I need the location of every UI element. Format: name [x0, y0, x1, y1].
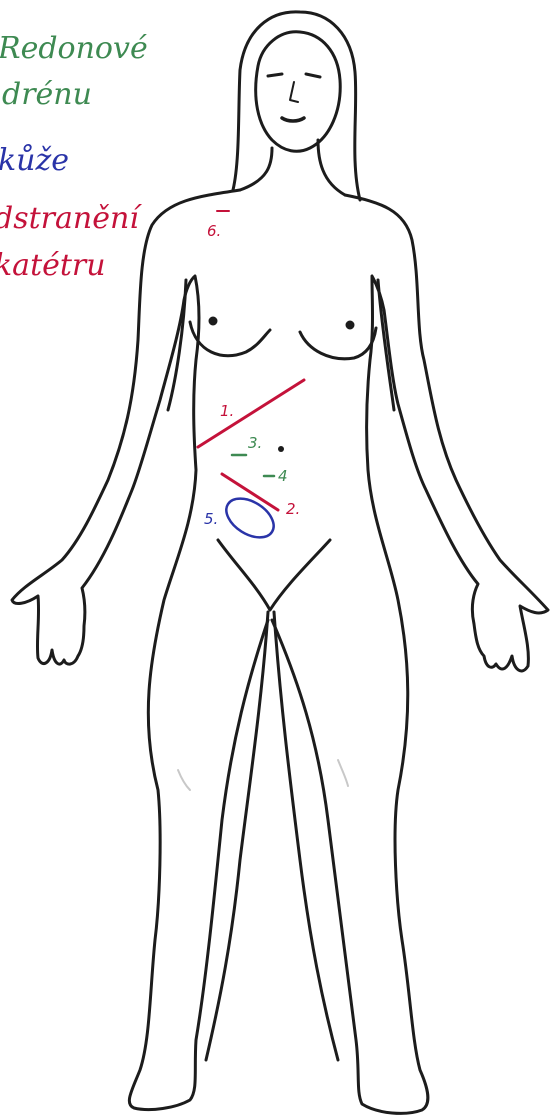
left-breast [190, 322, 270, 356]
mark-4-label: 4 [278, 467, 288, 485]
body-left-side [12, 190, 268, 1110]
mark-5-ellipse [219, 491, 280, 546]
mark-3-label: 3. [248, 434, 262, 452]
inner-leg-left [206, 612, 268, 1060]
annotations: 1. 3. 4 2. 5. 6. [198, 211, 304, 545]
right-breast [300, 328, 376, 359]
right-arm-inner [378, 280, 394, 410]
handwritten-legend: Redonové drénu kůže dstranění katétru [0, 31, 148, 283]
legend-line-kuze: kůže [0, 143, 69, 178]
hair-outline [233, 12, 360, 200]
mark-2-label: 2. [286, 500, 300, 518]
right-nipple [347, 322, 353, 328]
right-eye [306, 74, 320, 77]
legend-line-drenu: drénu [2, 77, 92, 112]
left-knee-hint [178, 770, 190, 790]
body-outline [12, 12, 548, 1114]
mouth [282, 118, 304, 121]
face-outline [256, 32, 341, 151]
left-eye [268, 74, 282, 76]
mark-6-label: 6. [207, 222, 221, 240]
body-right-side [272, 195, 548, 1113]
legend-line-katetru: katétru [0, 248, 106, 283]
mark-2-incision [222, 474, 278, 510]
crotch-line [218, 540, 330, 610]
legend-line-redonove: Redonové [0, 31, 148, 66]
right-knee-hint [338, 760, 348, 786]
left-nipple [210, 318, 216, 324]
neck-left [240, 148, 272, 190]
neck-right [318, 140, 345, 195]
nose [290, 82, 298, 102]
navel [278, 446, 284, 452]
mark-5-label: 5. [204, 510, 218, 528]
inner-leg-right [274, 612, 338, 1060]
mark-1-label: 1. [220, 402, 234, 420]
legend-line-odstraneni: dstranění [0, 201, 142, 236]
